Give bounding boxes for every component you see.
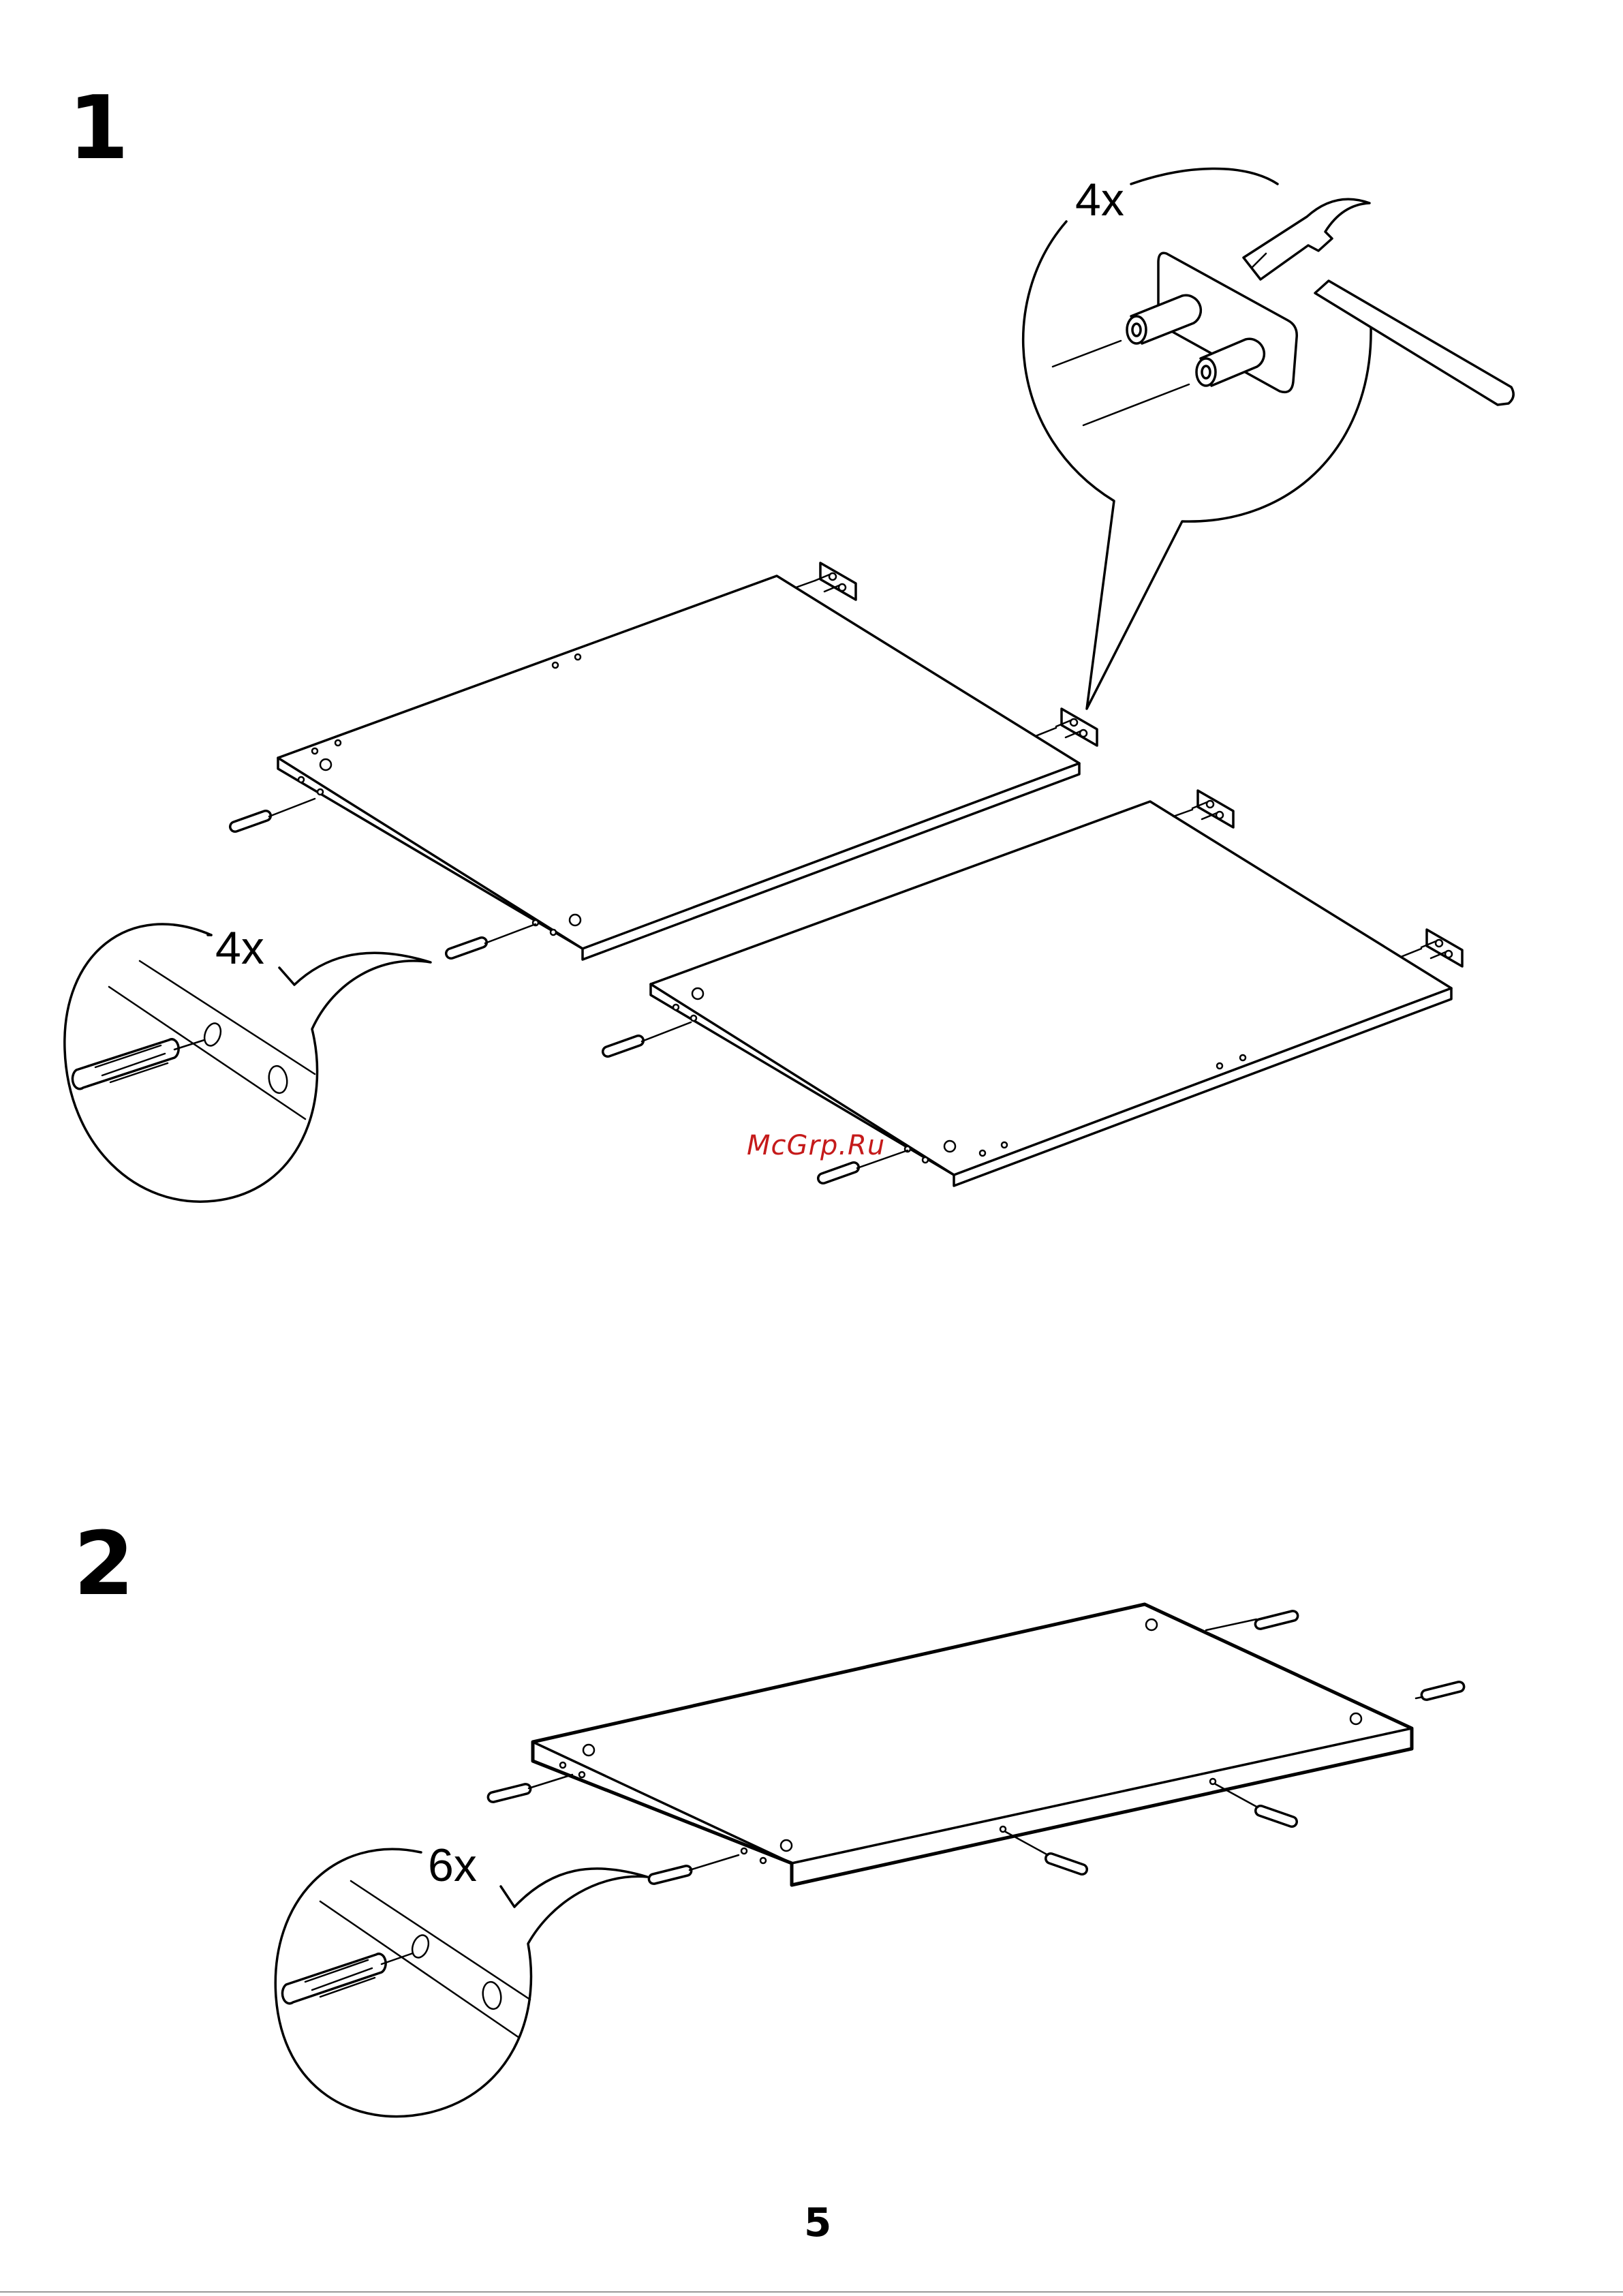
page-number: 5 <box>804 2203 831 2242</box>
watermark: McGrp.Ru <box>747 1130 885 1161</box>
hardware-quantity-label: 4x <box>1075 174 1124 226</box>
dowel <box>1216 1784 1297 1826</box>
step-2-diagram: 6x <box>275 1604 1464 2117</box>
dowel <box>1206 1611 1298 1630</box>
dowel-closeup-icon <box>72 1039 204 1089</box>
dowel <box>488 1775 572 1802</box>
dowel <box>446 924 536 958</box>
hardware-plate <box>1036 709 1097 746</box>
hardware-callout: 4x <box>1023 169 1513 709</box>
dowel <box>649 1855 739 1884</box>
large-panel <box>533 1604 1412 1885</box>
bottom-divider <box>0 2291 1623 2293</box>
dowel-callout-2: 6x <box>275 1839 647 2117</box>
step-1-diagram: 4x <box>65 169 1513 1202</box>
dowel-quantity-label: 4x <box>215 922 264 974</box>
dowel <box>1416 1682 1464 1700</box>
dowel <box>1006 1832 1087 1874</box>
dowel <box>603 1022 691 1056</box>
dowel-callout-1: 4x <box>65 922 431 1201</box>
dowel-closeup-icon <box>282 1953 413 2004</box>
hardware-plate <box>1401 930 1462 966</box>
dowel <box>230 799 315 831</box>
dowel-quantity-label: 6x <box>428 1839 477 1891</box>
